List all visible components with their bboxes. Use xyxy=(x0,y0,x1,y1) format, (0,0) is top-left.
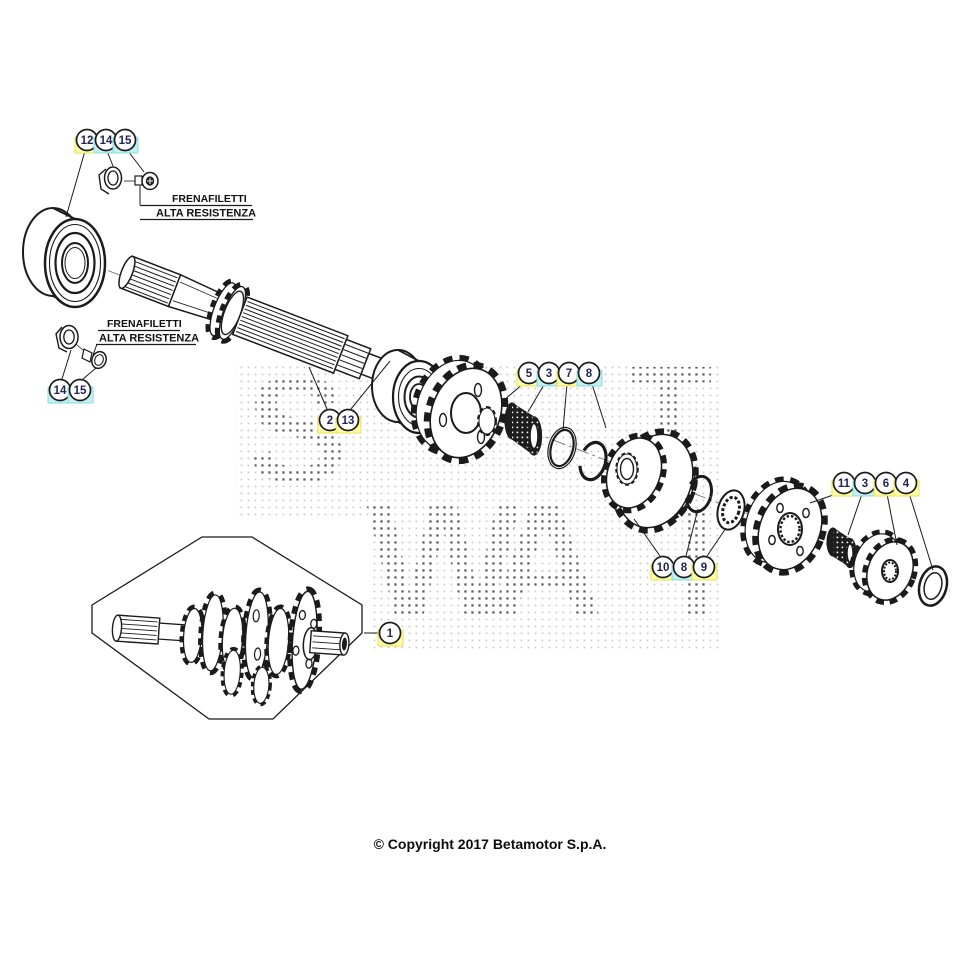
main-shaft-part xyxy=(118,255,396,385)
needle-cage-a-part xyxy=(504,402,543,456)
parts-lineart xyxy=(22,166,949,720)
callout-circle xyxy=(378,621,402,645)
callout-bubbles: 12 14 15 14 15 2 13 5 3 7 8 10 8 9 11 3 6 4 1 xyxy=(47,128,920,647)
lock-washer-lower-part xyxy=(55,324,79,353)
leader-line-bolt-top xyxy=(127,150,145,173)
leader-line-double-gear xyxy=(633,518,661,557)
leader-line-bearing-left xyxy=(65,150,86,218)
callout-number: 14 xyxy=(54,385,67,397)
double-gear-part xyxy=(601,428,699,534)
leader-line-bearing-mid xyxy=(350,360,391,410)
leader-line-main-shaft xyxy=(308,366,328,410)
leader-line-bolt-lower xyxy=(82,367,97,380)
callout-number: 12 xyxy=(81,135,94,147)
callout-number: 15 xyxy=(74,385,87,397)
callout-9-splined-washer[interactable]: 9 xyxy=(691,555,718,581)
gear-fifth-part xyxy=(740,476,828,576)
callout-number: 9 xyxy=(701,562,707,574)
callout-8-circlip-a[interactable]: 8 xyxy=(576,361,603,387)
callout-circle xyxy=(692,555,716,579)
leader-line-lock-washer-lower xyxy=(61,349,72,380)
bolt-top-part xyxy=(124,171,159,191)
gear-cluster-part xyxy=(91,536,363,720)
leader-line-flat-washer xyxy=(908,492,934,571)
adhesive-label-lower: FRENAFILETTI ALTA RESISTENZA xyxy=(92,318,199,356)
callout-number: 3 xyxy=(862,478,868,490)
leader-line-gear-sixth xyxy=(886,493,898,546)
callout-circle xyxy=(336,408,360,432)
leader-line-needle-cage-a xyxy=(527,382,546,413)
callout-10-double-gear[interactable]: 10 xyxy=(650,555,677,581)
callout-number: 2 xyxy=(327,415,333,427)
callout-8-circlip-b[interactable]: 8 xyxy=(671,555,698,581)
callout-number: 13 xyxy=(342,415,355,427)
gear-sixth-part xyxy=(849,529,919,606)
callout-15-bolt-top[interactable]: 15 xyxy=(112,128,139,154)
leader-line-needle-cage-b xyxy=(847,493,863,536)
callout-number: 3 xyxy=(546,368,552,380)
watermark-letter: A xyxy=(486,470,604,653)
callout-4-flat-washer[interactable]: 4 xyxy=(893,471,920,497)
label-line1: FRENAFILETTI xyxy=(172,193,247,205)
callout-number: 7 xyxy=(566,368,572,380)
callout-number: 5 xyxy=(526,368,533,380)
cluster-octagon-frame xyxy=(91,536,363,720)
callout-circle xyxy=(577,361,601,385)
o-ring-part xyxy=(547,426,577,470)
callout-number: 6 xyxy=(883,478,889,490)
callout-13-bearing-mid[interactable]: 13 xyxy=(335,408,362,434)
callout-number: 8 xyxy=(586,368,593,380)
callout-number: 8 xyxy=(681,562,688,574)
callout-5-gear-first[interactable]: 5 xyxy=(516,361,543,387)
watermark-dot-band xyxy=(235,362,720,650)
callout-3-needle-cage-b[interactable]: 3 xyxy=(852,471,879,497)
bearing-left-part xyxy=(22,207,107,309)
callout-number: 15 xyxy=(119,135,132,147)
circlip-b-part xyxy=(685,474,713,514)
callout-11-gear-fifth[interactable]: 11 xyxy=(831,471,858,497)
flat-washer-part xyxy=(917,565,949,607)
callout-number: 11 xyxy=(838,478,851,490)
callout-7-o-ring[interactable]: 7 xyxy=(556,361,583,387)
watermark-letter: W xyxy=(366,468,521,651)
callout-14-lock-washer-lower[interactable]: 14 xyxy=(47,378,74,404)
callout-15-bolt-lower[interactable]: 15 xyxy=(67,378,94,404)
splined-washer-part xyxy=(716,489,746,531)
bolt-lower-part xyxy=(75,343,107,370)
label-line2: ALTA RESISTENZA xyxy=(99,333,199,345)
callout-leader-lines xyxy=(61,150,934,634)
callout-6-gear-sixth[interactable]: 6 xyxy=(873,471,900,497)
callout-1-gear-cluster[interactable]: 1 xyxy=(377,621,404,647)
gear-first-part xyxy=(410,354,509,465)
callout-number: 4 xyxy=(903,478,910,490)
callout-number: 1 xyxy=(387,628,394,640)
adhesive-label-top: FRENAFILETTI ALTA RESISTENZA xyxy=(139,186,256,221)
callout-circle xyxy=(113,128,137,152)
leader-line-circlip-b xyxy=(685,508,699,557)
leader-line-o-ring xyxy=(562,383,568,431)
leader-line-splined-washer xyxy=(706,527,727,557)
callout-circle xyxy=(894,471,918,495)
leader-line-circlip-a xyxy=(591,383,607,429)
lock-washer-top-part xyxy=(98,166,123,195)
callout-circle xyxy=(68,378,92,402)
label-line2: ALTA RESISTENZA xyxy=(156,208,256,220)
callout-number: 10 xyxy=(657,562,670,574)
callout-number: 14 xyxy=(100,135,113,147)
copyright-text: © Copyright 2017 Betamotor S.p.A. xyxy=(373,836,607,852)
label-line1: FRENAFILETTI xyxy=(107,318,182,330)
